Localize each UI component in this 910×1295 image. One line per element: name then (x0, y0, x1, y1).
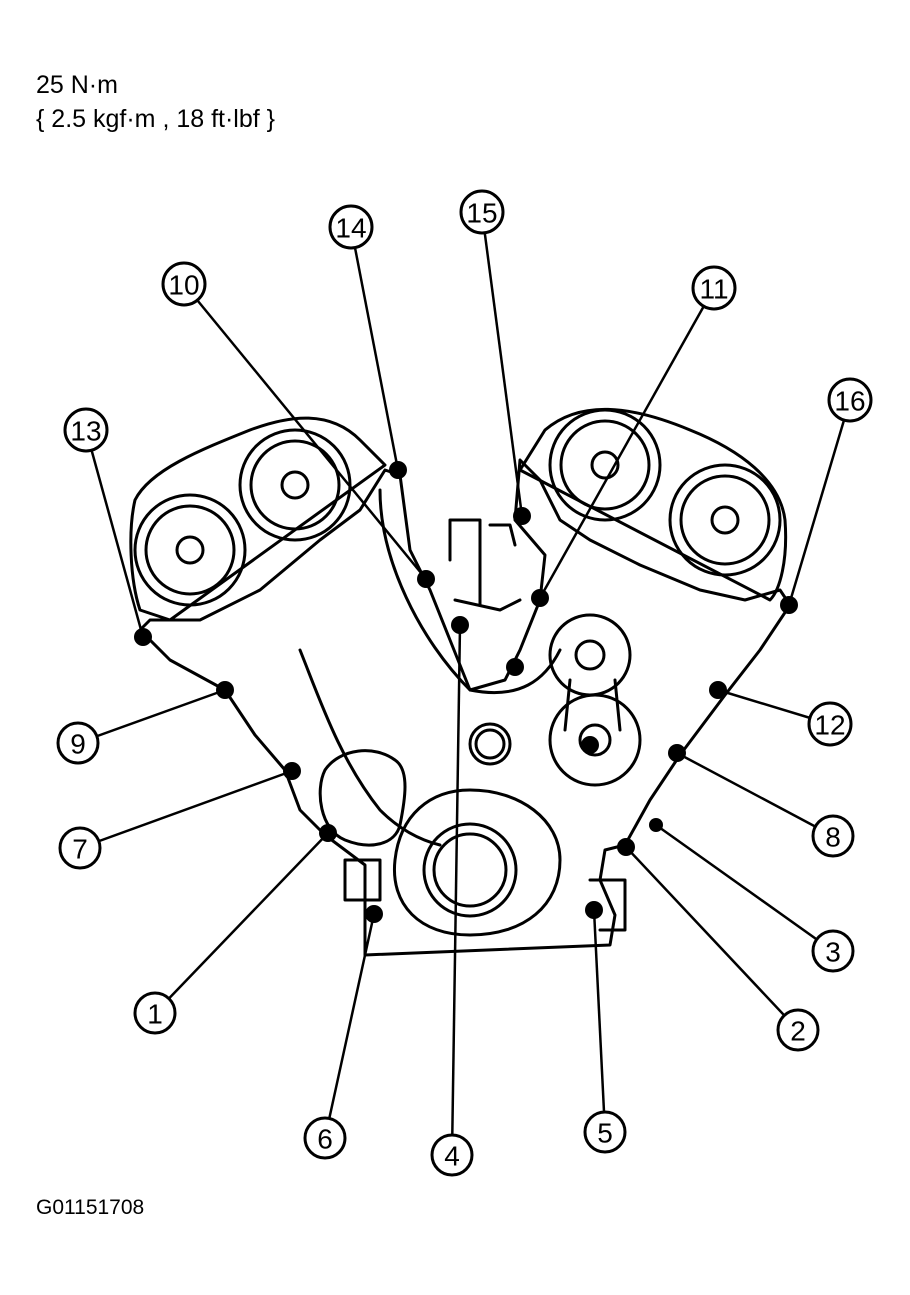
callout-12-label: 12 (814, 710, 845, 741)
figure-id: G01151708 (36, 1196, 145, 1219)
left-belt-cover (129, 416, 387, 622)
callout-8-label: 8 (825, 822, 841, 853)
torque-nm: 25 N·m (36, 71, 118, 99)
callout-16-label: 16 (834, 386, 865, 417)
callout-3-label: 3 (825, 937, 841, 968)
idler-pulley (548, 693, 642, 787)
callout-1-circle (133, 991, 177, 1035)
callout-8-circle (811, 814, 855, 858)
callout-11-circle (691, 265, 737, 311)
callout-3-circle (811, 929, 855, 973)
water-pump-opening (318, 749, 407, 847)
callout-14-circle (328, 204, 374, 250)
callout-15-label: 15 (466, 198, 497, 229)
right-upper-sprocket (548, 408, 662, 522)
callout-9-label: 9 (70, 729, 86, 760)
callout-1-label: 1 (147, 999, 163, 1030)
callout-5-label: 5 (597, 1118, 613, 1149)
bolt-idler (581, 736, 599, 754)
callout-4-label: 4 (444, 1141, 460, 1172)
left-upper-sprocket (238, 428, 352, 542)
callout-9-circle (56, 721, 100, 765)
callout-14-label: 14 (335, 213, 366, 244)
right-lower-sprocket (668, 463, 782, 577)
torque-kgf-ftlbf: { 2.5 kgf·m , 18 ft·lbf } (36, 105, 276, 133)
callout-13-circle (63, 407, 109, 453)
callout-12-circle (807, 701, 853, 747)
callout-7-label: 7 (72, 834, 88, 865)
tensioner-pulley (548, 613, 632, 697)
callout-15-circle (459, 189, 505, 235)
callout-4-circle (430, 1133, 474, 1177)
crankshaft-seal (422, 822, 518, 918)
callout-6-circle (303, 1116, 347, 1160)
callout-10-circle (161, 261, 207, 307)
callout-2-circle (776, 1008, 820, 1052)
callout-6-label: 6 (317, 1124, 333, 1155)
callout-7-circle (58, 826, 102, 870)
torque-spec: 25 N·m { 2.5 kgf·m , 18 ft·lbf } (36, 68, 275, 136)
callout-11-label: 11 (699, 274, 728, 305)
callout-16-circle (827, 377, 873, 423)
callout-10-label: 10 (168, 270, 199, 301)
callout-13-label: 13 (70, 416, 101, 447)
callout-5-circle (583, 1110, 627, 1154)
front-cover-outline (138, 458, 792, 957)
callout-2-label: 2 (790, 1016, 806, 1047)
bolt-crank-lower (506, 658, 524, 676)
left-lower-sprocket (133, 493, 247, 607)
